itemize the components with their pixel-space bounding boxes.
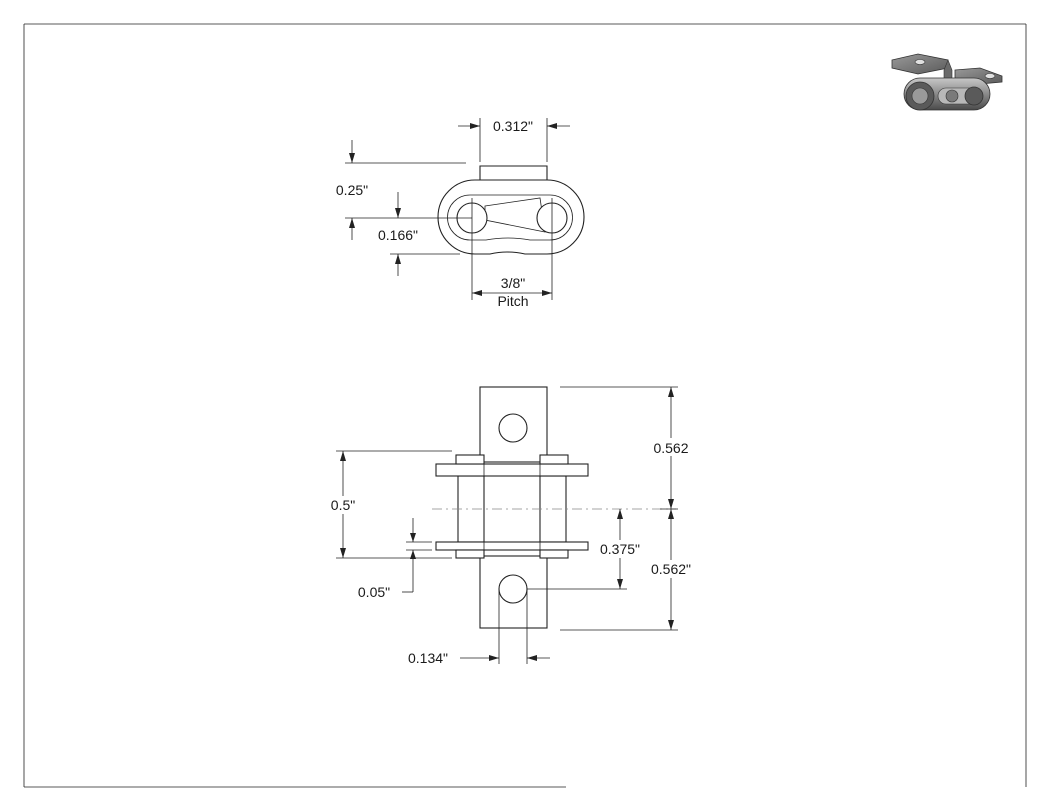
chain-link-attachment-3d-icon xyxy=(891,53,1003,111)
top-view xyxy=(436,165,585,300)
dim-upper-length-label: 0.562 xyxy=(653,440,688,456)
dim-hole-label: 0.134" xyxy=(408,650,448,666)
dim-height-b: 0.166" xyxy=(378,192,460,276)
dim-pitch: 3/8" Pitch xyxy=(472,275,552,309)
dim-left-height-label: 0.5" xyxy=(331,497,355,513)
dim-upper-length: 0.562 xyxy=(560,386,694,510)
dim-pitch-label-line2: Pitch xyxy=(497,293,528,309)
dim-pitch-label-line1: 3/8" xyxy=(501,275,525,291)
dim-left-height: 0.5" xyxy=(322,450,452,559)
dim-top-width: 0.312" xyxy=(458,118,570,162)
dim-hole: 0.134" xyxy=(408,589,550,666)
dim-top-width-label: 0.312" xyxy=(493,118,533,134)
dim-center-offset-label: 0.375" xyxy=(600,541,640,557)
sheet-border xyxy=(23,23,1027,788)
dim-lower-length: 0.562" xyxy=(560,509,698,631)
dim-center-offset: 0.375" xyxy=(527,509,646,590)
dim-height-a: 0.25" xyxy=(336,140,466,240)
dim-plate-thickness: 0.05" xyxy=(358,518,432,600)
dim-plate-thickness-label: 0.05" xyxy=(358,584,390,600)
dim-height-b-label: 0.166" xyxy=(378,227,418,243)
dim-lower-length-label: 0.562" xyxy=(651,561,691,577)
dim-height-a-label: 0.25" xyxy=(336,182,368,198)
front-view xyxy=(432,386,676,629)
